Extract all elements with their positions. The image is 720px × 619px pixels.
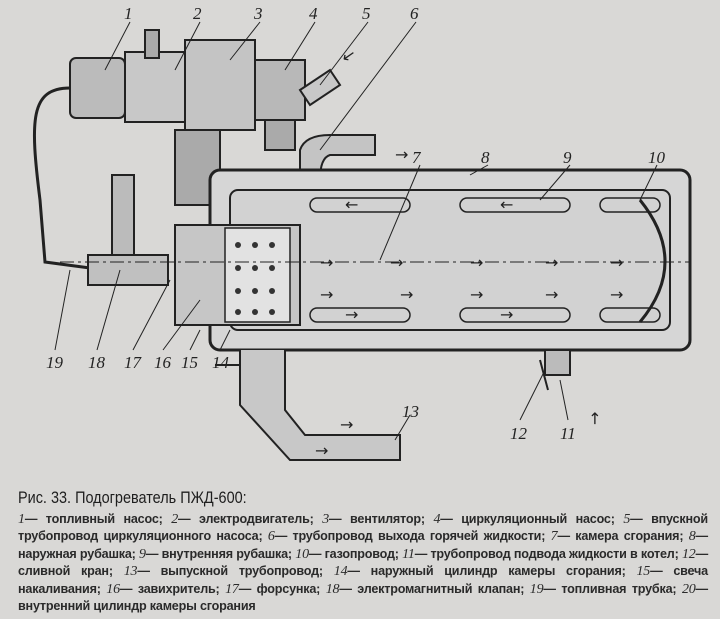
svg-text:→: → [610, 285, 623, 304]
legend-text: завихритель; [137, 581, 220, 596]
legend-number: 3 [322, 512, 330, 527]
svg-text:→: → [545, 285, 558, 304]
legend-text: топливный насос; [45, 512, 163, 526]
legend-text: топливная трубка; [561, 581, 677, 596]
figure-caption: Рис. 33. Подогреватель ПЖД-600: 1— топли… [18, 488, 708, 614]
legend-text: газопровод; [324, 546, 399, 561]
legend-text: трубопровод выхода горячей жидкости; [292, 529, 546, 544]
svg-text:→: → [400, 285, 413, 304]
callout-17: 17 [124, 353, 141, 372]
legend-number: 12 [681, 546, 696, 562]
callout-8: 8 [481, 148, 490, 167]
legend-number: 13 [123, 564, 138, 580]
legend-text: наружная рубашка; [18, 546, 136, 561]
legend-number: 19 [529, 581, 544, 597]
svg-text:→: → [470, 285, 483, 304]
svg-text:→: → [390, 253, 403, 272]
legend-text: внутренний цилиндр камеры сгорания [18, 599, 256, 614]
callout-1: 1 [124, 4, 133, 23]
caption-legend: 1— топливный насос; 2— электродвигатель;… [18, 512, 708, 614]
legend-text: трубопровод подвода жидкости в котел; [430, 546, 679, 561]
callout-19: 19 [46, 353, 63, 372]
legend-text: форсунка; [256, 581, 321, 596]
pump-assembly [69, 29, 342, 206]
callout-16: 16 [154, 353, 171, 372]
legend-number: 14 [333, 564, 348, 580]
callout-9: 9 [563, 148, 572, 167]
callout-3: 3 [254, 4, 263, 23]
heater-drawing: →→→→→ →→→→→ ←← →→ →→→ → → [32, 21, 692, 461]
callout-2: 2 [193, 4, 202, 23]
legend-text: вентилятор; [350, 512, 425, 526]
legend-text: электродвигатель; [199, 512, 314, 526]
callout-10: 10 [648, 148, 665, 167]
legend-number: 15 [636, 564, 651, 580]
legend-number: 18 [325, 581, 340, 597]
svg-text:→: → [320, 285, 333, 304]
callout-5: 5 [362, 4, 371, 23]
svg-text:→: → [395, 145, 408, 164]
svg-text:→: → [470, 253, 483, 272]
svg-text:→: → [345, 305, 358, 324]
legend-text: впускной трубопровод циркуляционного нас… [18, 512, 708, 544]
svg-text:→: → [610, 253, 623, 272]
svg-text:←: ← [345, 195, 358, 214]
legend-number: 5 [623, 512, 631, 527]
legend-number: 1 [18, 512, 25, 527]
callout-13: 13 [402, 402, 419, 421]
callout-11: 11 [560, 424, 576, 443]
callout-12: 12 [510, 424, 527, 443]
svg-text:→: → [585, 412, 604, 425]
callout-15: 15 [181, 353, 198, 372]
callout-14: 14 [212, 353, 229, 372]
legend-number: 17 [225, 581, 239, 597]
legend-number: 9 [139, 546, 146, 562]
callout-4: 4 [309, 4, 318, 23]
legend-number: 6 [267, 529, 275, 545]
legend-number: 11 [402, 546, 415, 562]
legend-number: 8 [688, 529, 696, 545]
legend-number: 20 [681, 581, 696, 597]
legend-text: выпускной трубопровод; [160, 564, 323, 579]
legend-number: 7 [550, 529, 558, 545]
callout-18: 18 [88, 353, 105, 372]
svg-text:→: → [315, 441, 328, 460]
legend-text: наружный цилиндр камеры сгорания; [370, 564, 626, 579]
legend-text: электромагнитный клапан; [357, 581, 525, 596]
svg-text:→: → [340, 415, 353, 434]
callout-7: 7 [412, 148, 421, 167]
svg-text:←: ← [500, 195, 513, 214]
callout-6: 6 [410, 4, 419, 23]
svg-text:→: → [320, 253, 333, 272]
caption-title: Рис. 33. Подогреватель ПЖД-600: [18, 488, 247, 507]
legend-text: сливной кран; [18, 564, 113, 579]
legend-number: 10 [295, 546, 309, 562]
legend-text: камера сгорания; [575, 529, 684, 544]
legend-number: 4 [433, 512, 441, 527]
legend-text: циркуляционный насос; [461, 512, 615, 526]
heater-diagram: →→→→→ →→→→→ ←← →→ →→→ → → 1 2 3 4 5 6 7 … [32, 4, 692, 461]
svg-text:→: → [500, 305, 513, 324]
legend-text: свеча накаливания; [18, 564, 708, 596]
legend-number: 16 [106, 581, 120, 597]
legend-number: 2 [171, 512, 179, 527]
svg-text:→: → [545, 253, 558, 272]
legend-text: внутренняя рубашка; [161, 546, 293, 561]
